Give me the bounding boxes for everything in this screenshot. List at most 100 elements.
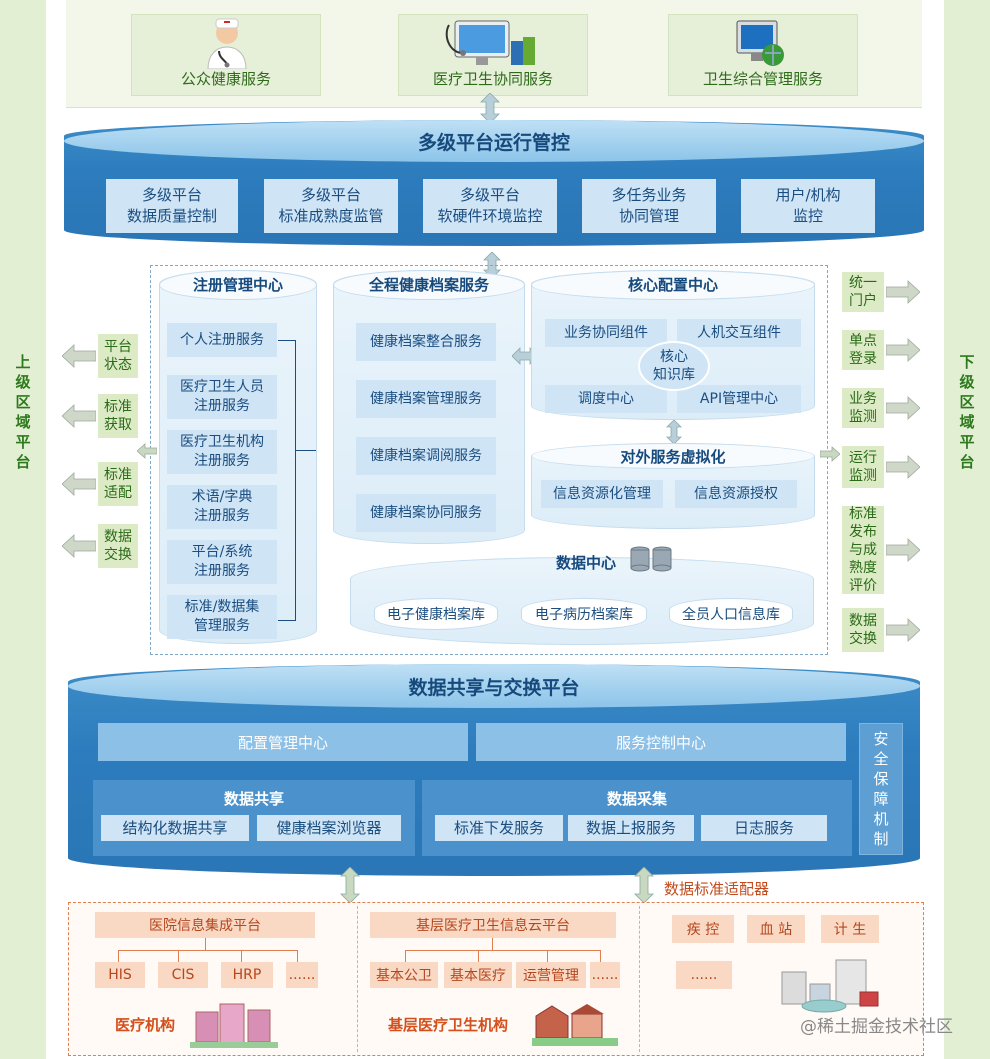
lower-link-item-5[interactable]: 标准发布与成熟度评价 xyxy=(842,506,884,594)
virt-item-2[interactable]: 信息资源授权 xyxy=(675,480,797,508)
primary-connector-mid2 xyxy=(547,950,548,962)
ops-item-1-l2: 数据质量控制 xyxy=(126,207,217,225)
reg-item-sublabel: 注册服务 xyxy=(194,563,250,579)
archive-item-2[interactable]: 健康档案管理服务 xyxy=(356,380,496,418)
database-icon xyxy=(630,546,672,572)
right-arrow-icon xyxy=(886,538,920,562)
public-health-service[interactable]: 公众健康服务 xyxy=(131,14,321,96)
primary-item-1[interactable]: 基本公卫 xyxy=(370,962,438,988)
upper-link-label: 标准 xyxy=(104,399,132,415)
lower-link-item-3[interactable]: 业务监测 xyxy=(842,388,884,428)
updown-arrow-icon xyxy=(480,93,500,123)
archive-item-3[interactable]: 健康档案调阅服务 xyxy=(356,437,496,475)
lower-link-item-4[interactable]: 运行监测 xyxy=(842,446,884,488)
health-mgmt-service[interactable]: 卫生综合管理服务 xyxy=(668,14,858,96)
ops-item-4[interactable]: 多任务业务协同管理 xyxy=(582,179,716,233)
reg-cylinder-top xyxy=(159,270,317,300)
dc-item-3[interactable]: 全员人口信息库 xyxy=(669,598,793,630)
left-arrow-icon xyxy=(62,534,96,558)
hospital-item-1[interactable]: HIS xyxy=(95,962,145,988)
virt-cylinder-top xyxy=(531,443,815,469)
computer-globe-icon xyxy=(736,20,784,66)
reg-item-5[interactable]: 平台/系统注册服务 xyxy=(167,540,277,584)
collect-item-3[interactable]: 日志服务 xyxy=(701,815,827,841)
reg-item-sublabel: 注册服务 xyxy=(194,453,250,469)
dc-item-1[interactable]: 电子健康档案库 xyxy=(374,598,498,630)
reg-bracket xyxy=(278,340,296,621)
core-item-1[interactable]: 业务协同组件 xyxy=(545,319,667,347)
updown-arrow-icon xyxy=(634,867,654,903)
right-vertical-char: 级 xyxy=(959,373,975,391)
ops-item-5[interactable]: 用户/机构监控 xyxy=(741,179,875,233)
collect-title: 数据采集 xyxy=(606,790,667,808)
doctor-icon xyxy=(207,18,247,69)
primary-item-4[interactable]: ...... xyxy=(590,962,620,988)
control-center[interactable]: 服务控制中心 xyxy=(476,723,846,761)
reg-item-4[interactable]: 术语/字典注册服务 xyxy=(167,485,277,529)
upper-link-item-4[interactable]: 数据交换 xyxy=(98,524,138,568)
left-vertical-char: 域 xyxy=(15,413,31,431)
left-arrow-icon xyxy=(62,344,96,368)
ops-item-5-l2: 监控 xyxy=(792,207,823,225)
core-title: 核心配置中心 xyxy=(627,276,718,294)
dc-item-2[interactable]: 电子病历档案库 xyxy=(521,598,647,630)
hospital-platform[interactable]: 医院信息集成平台 xyxy=(95,912,315,938)
security-box[interactable]: 安全保障机制 xyxy=(859,723,903,855)
primary-item-2[interactable]: 基本医疗 xyxy=(444,962,512,988)
lower-link-item-6[interactable]: 数据交换 xyxy=(842,608,884,652)
hospital-item-3[interactable]: HRP xyxy=(221,962,273,988)
archive-title: 全程健康档案服务 xyxy=(368,276,489,294)
hospital-item-2[interactable]: CIS xyxy=(158,962,208,988)
right-arrow-icon xyxy=(886,455,920,479)
hospital-item-4[interactable]: ...... xyxy=(286,962,318,988)
right-sidebar xyxy=(944,0,990,1059)
other-item-3[interactable]: 计 生 xyxy=(821,915,879,943)
core-item-4[interactable]: API管理中心 xyxy=(677,385,801,413)
left-arrow-icon xyxy=(137,443,157,459)
ops-item-4-l2: 协同管理 xyxy=(618,207,679,225)
upper-link-label: 状态 xyxy=(104,357,132,373)
upper-link-item-2[interactable]: 标准获取 xyxy=(98,394,138,438)
ops-item-3[interactable]: 多级平台软硬件环境监控 xyxy=(423,179,557,233)
other-item-4[interactable]: ...... xyxy=(676,961,732,989)
other-item-1[interactable]: 疾 控 xyxy=(672,915,734,943)
archive-item-4[interactable]: 健康档案协同服务 xyxy=(356,494,496,532)
right-vertical-char: 平 xyxy=(959,433,975,451)
share-item-2[interactable]: 健康档案浏览器 xyxy=(257,815,401,841)
virt-item-1[interactable]: 信息资源化管理 xyxy=(541,480,663,508)
other-item-2[interactable]: 血 站 xyxy=(747,915,805,943)
bottom-divider-2 xyxy=(639,906,640,1052)
archive-item-1[interactable]: 健康档案整合服务 xyxy=(356,323,496,361)
core-item-2[interactable]: 人机交互组件 xyxy=(677,319,801,347)
ops-item-1[interactable]: 多级平台数据质量控制 xyxy=(106,179,238,233)
upper-link-item-1[interactable]: 平台状态 xyxy=(98,334,138,378)
reg-item-3[interactable]: 医疗卫生机构注册服务 xyxy=(167,430,277,474)
lower-link-item-2[interactable]: 单点登录 xyxy=(842,330,884,370)
core-item-3[interactable]: 调度中心 xyxy=(545,385,667,413)
adapter-label: 数据标准适配器 xyxy=(664,880,770,898)
knowledge-base[interactable]: 核心知识库 xyxy=(638,341,710,391)
primary-platform[interactable]: 基层医疗卫生信息云平台 xyxy=(370,912,616,938)
lower-link-item-1[interactable]: 统一门户 xyxy=(842,272,884,312)
reg-item-6[interactable]: 标准/数据集管理服务 xyxy=(167,595,277,639)
medical-collab-service[interactable]: 医疗卫生协同服务 xyxy=(398,14,588,96)
collect-item-1[interactable]: 标准下发服务 xyxy=(435,815,563,841)
share-item-1[interactable]: 结构化数据共享 xyxy=(101,815,249,841)
right-vertical-label: 下级区域平台 xyxy=(952,352,982,472)
ops-item-2[interactable]: 多级平台标准成熟度监管 xyxy=(264,179,398,233)
reg-item-label: 标准/数据集 xyxy=(184,599,260,615)
reg-item-1[interactable]: 个人注册服务 xyxy=(167,323,277,357)
reg-item-2[interactable]: 医疗卫生人员注册服务 xyxy=(167,375,277,419)
clinic-building-icon xyxy=(532,1004,618,1046)
reg-item-label: 医疗卫生人员 xyxy=(180,379,264,395)
share-title: 数据共享 xyxy=(223,790,284,808)
primary-item-3[interactable]: 运营管理 xyxy=(516,962,586,988)
upper-link-label: 交换 xyxy=(104,547,132,563)
config-center[interactable]: 配置管理中心 xyxy=(98,723,468,761)
left-vertical-char: 台 xyxy=(15,453,31,471)
upper-link-item-3[interactable]: 标准适配 xyxy=(98,462,138,506)
ops-item-3-l2: 软硬件环境监控 xyxy=(437,207,543,225)
virt-title: 对外服务虚拟化 xyxy=(620,448,726,466)
reg-item-sublabel: 注册服务 xyxy=(194,398,250,414)
collect-item-2[interactable]: 数据上报服务 xyxy=(568,815,694,841)
